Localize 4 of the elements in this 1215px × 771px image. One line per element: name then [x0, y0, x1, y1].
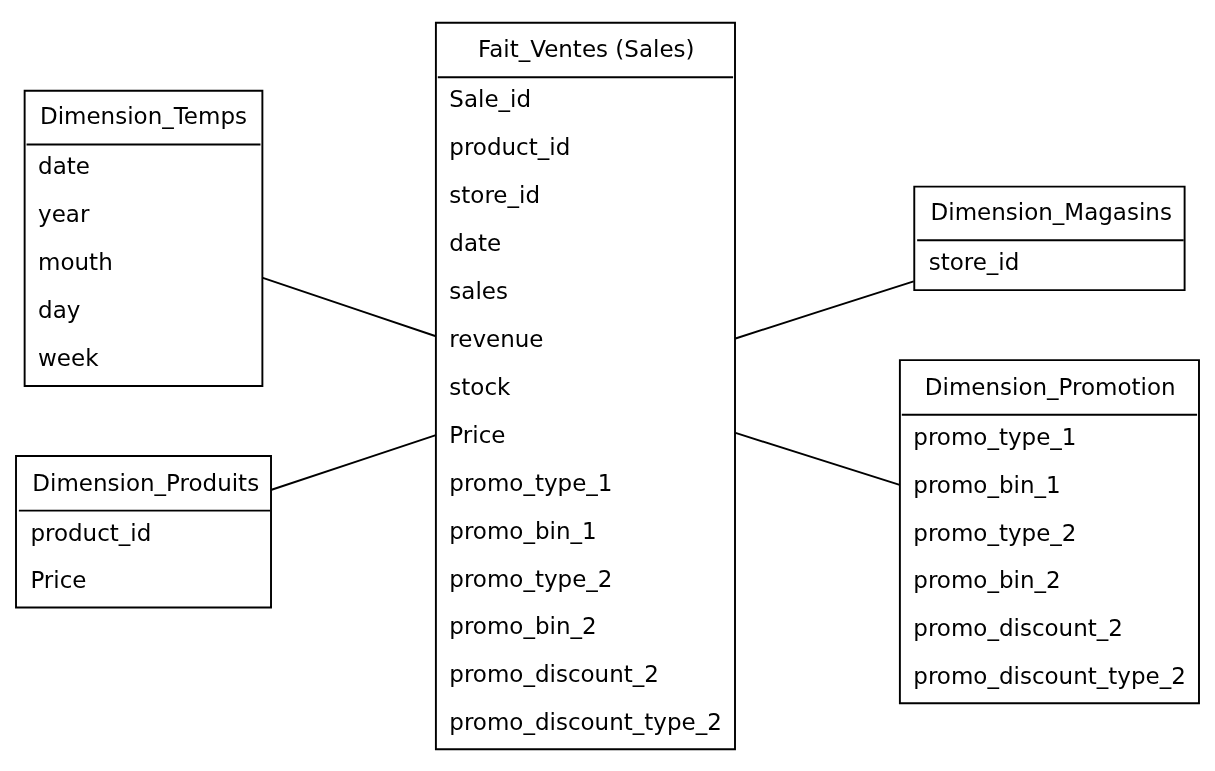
connector	[734, 431, 901, 486]
connector	[261, 276, 437, 337]
connector	[734, 279, 915, 339]
connector	[270, 433, 437, 491]
